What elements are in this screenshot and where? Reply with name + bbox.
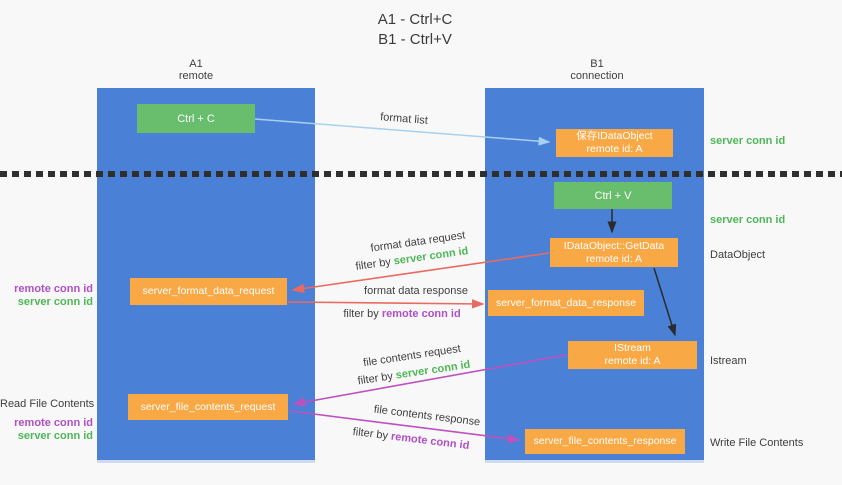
side-label-conn-ids-file: remote conn id server conn id: [0, 417, 93, 443]
arrow-format-data-response: [287, 299, 485, 309]
node-server-format-data-response-label: server_format_data_response: [495, 296, 637, 309]
lane-b1-role: connection: [570, 70, 624, 82]
label-format-data-response: format data response: [364, 285, 468, 297]
node-save-idataobject: 保存IDataObject remote id: A: [556, 129, 673, 157]
side-label-server-conn-id-top: server conn id: [710, 135, 786, 147]
side-label-conn-ids-format: remote conn id server conn id: [0, 283, 93, 309]
node-istream-subtitle: remote id: A: [604, 355, 661, 367]
title-line-2: B1 - Ctrl+V: [378, 31, 452, 48]
filter-by-text: filter by: [343, 308, 382, 320]
side-label-remote-conn-id-2: remote conn id: [14, 417, 93, 429]
node-ctrl-c-label: Ctrl + C: [177, 112, 215, 125]
lane-a1-name: A1: [189, 58, 203, 70]
filter-by-text: filter by: [356, 369, 397, 388]
filter-by-text: filter by: [352, 425, 392, 443]
filter-by-text: filter by: [354, 255, 395, 273]
label-format-list: format list: [379, 111, 429, 127]
lane-a1-role: remote: [178, 70, 214, 82]
label-filter-by-remote-conn-id-2: filter by remote conn id: [352, 426, 470, 452]
node-ctrl-c: Ctrl + C: [137, 104, 255, 133]
lane-b1-header: B1 connection: [537, 58, 657, 82]
node-server-file-contents-response: server_file_contents_response: [525, 429, 685, 454]
side-label-read-file-contents: Read File Contents: [0, 398, 95, 410]
node-ctrl-v: Ctrl + V: [554, 182, 672, 209]
label-filter-by-remote-conn-id-1: filter by remote conn id: [343, 308, 460, 320]
node-idataobject-getdata: IDataObject::GetData remote id: A: [550, 238, 678, 267]
remote-conn-id-text: remote conn id: [381, 308, 461, 320]
lane-b1-name: B1: [590, 58, 604, 70]
node-server-format-data-response: server_format_data_response: [488, 290, 644, 316]
node-save-idataobject-title: 保存IDataObject: [576, 130, 653, 142]
label-file-contents-response: file contents response: [373, 403, 481, 429]
lane-a1-header: A1 remote: [136, 58, 256, 82]
node-istream: IStream remote id: A: [568, 341, 697, 369]
node-server-file-contents-request: server_file_contents_request: [128, 394, 288, 420]
side-label-write-file-contents: Write File Contents: [710, 437, 804, 449]
node-server-format-data-request-label: server_format_data_request: [142, 285, 275, 297]
node-server-format-data-request: server_format_data_request: [130, 278, 287, 305]
node-istream-title: IStream: [614, 342, 651, 354]
node-ctrl-v-label: Ctrl + V: [594, 189, 632, 202]
node-server-file-contents-response-label: server_file_contents_response: [533, 435, 677, 447]
diagram-title: A1 - Ctrl+C B1 - Ctrl+V: [300, 10, 530, 50]
side-label-server-conn-id-1: server conn id: [17, 296, 93, 308]
side-label-server-conn-id-2: server conn id: [17, 430, 93, 442]
separator-dotted-line: [0, 171, 842, 177]
title-line-1: A1 - Ctrl+C: [377, 11, 453, 28]
node-save-idataobject-subtitle: remote id: A: [586, 143, 643, 155]
node-idataobject-getdata-title: IDataObject::GetData: [563, 239, 665, 252]
side-label-server-conn-id-mid: server conn id: [710, 214, 786, 226]
side-label-istream: Istream: [710, 355, 747, 367]
side-label-dataobject: DataObject: [710, 249, 766, 261]
remote-conn-id-text: remote conn id: [390, 430, 470, 453]
side-label-remote-conn-id-1: remote conn id: [14, 283, 93, 295]
node-idataobject-getdata-subtitle: remote id: A: [585, 252, 643, 265]
node-server-file-contents-request-label: server_file_contents_request: [140, 400, 276, 413]
